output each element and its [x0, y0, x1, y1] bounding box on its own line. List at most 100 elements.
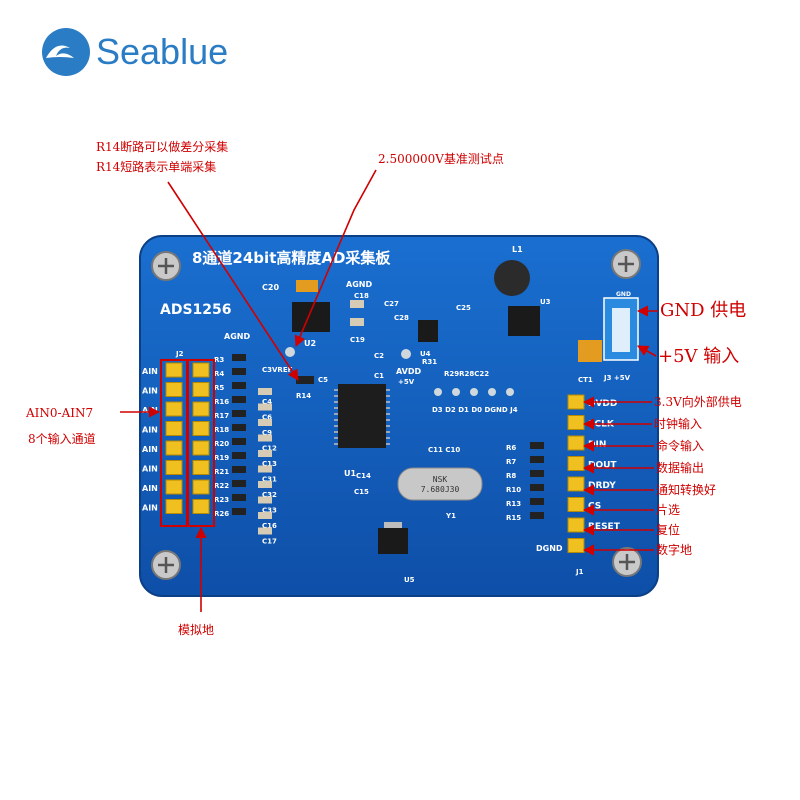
note-dout: 数据输出	[656, 460, 704, 475]
vref-test-point	[285, 347, 295, 357]
ain-pin-label: AIN	[142, 445, 158, 454]
mounting-screw-bottom-left	[151, 550, 181, 580]
silk-dgnd: DGND	[536, 544, 563, 553]
silk-resistor-label: R13	[506, 500, 521, 508]
board-title: 8通道24bit高精度AD采集板	[192, 249, 391, 267]
u1-ads1256-chip	[338, 384, 386, 448]
annotation-arrows	[120, 169, 658, 612]
ain-signal-pin	[165, 479, 183, 495]
note-dvdd: 3.3V向外部供电	[654, 394, 742, 409]
ain-signal-pin	[165, 440, 183, 456]
ain-signal-pin	[165, 460, 183, 475]
ain-signal-pin	[165, 382, 183, 397]
note-ain-channels: 8个输入通道	[28, 431, 96, 446]
j1-pin	[567, 415, 585, 430]
j1-pin	[567, 497, 585, 512]
note-gnd-supply: GND 供电	[660, 300, 746, 321]
l1-inductor	[494, 260, 530, 296]
silk-agnd-top: AGND	[346, 280, 372, 289]
silk-c2: C2	[374, 352, 384, 360]
resistor-chip	[232, 452, 246, 459]
capacitor-chip	[258, 512, 272, 519]
silk-resistor-label: R19	[214, 454, 229, 462]
ain-signal-pin	[165, 401, 183, 417]
note-analog-ground: 模拟地	[178, 623, 214, 637]
capacitor-chip	[258, 496, 272, 504]
wave-logo-icon	[42, 28, 90, 76]
silk-u5: U5	[404, 576, 415, 584]
silk-resistor-label: R21	[214, 468, 229, 476]
silk-u3: U3	[540, 298, 551, 306]
agnd-pin	[192, 499, 210, 514]
capacitor-chip	[258, 450, 272, 457]
silk-j2: J2	[175, 350, 184, 358]
silk-resistor-label: R5	[214, 384, 224, 392]
agnd-pin	[192, 440, 210, 456]
silk-capacitor-label: C17	[262, 538, 277, 546]
resistor-chip	[232, 410, 246, 417]
ain-signal-pin	[165, 499, 183, 514]
silk-reset: RESET	[588, 522, 621, 532]
agnd-pin	[192, 382, 210, 397]
silk-agnd-left: AGND	[224, 332, 250, 341]
silk-c27: C27	[384, 300, 399, 308]
silk-c5: C5	[318, 376, 328, 384]
ct1-capacitor	[578, 340, 602, 362]
capacitor-chip	[258, 481, 272, 488]
silk-resistor-label: R10	[506, 486, 521, 494]
silk-r31: R31	[422, 358, 437, 366]
note-drdy: 通知转换好	[656, 482, 716, 497]
resistor-chip	[232, 424, 246, 431]
u5-regulator	[378, 528, 408, 554]
silk-gnd-small: GND	[616, 291, 631, 298]
silk-resistor-label: R16	[214, 398, 229, 406]
note-reset: 复位	[656, 522, 680, 537]
silk-j1: J1	[575, 568, 584, 576]
silk-capacitor-label: C33	[262, 507, 277, 515]
board-chip-label: ADS1256	[160, 302, 232, 318]
silk-resistor-label: R3	[214, 356, 224, 364]
resistor-chip	[232, 438, 246, 445]
r14-resistor	[296, 376, 314, 384]
silk-din: DIN	[588, 440, 606, 450]
silk-dout: DOUT	[588, 461, 617, 471]
note-r14-short: R14短路表示单端采集	[96, 159, 216, 174]
resistor-chip	[530, 512, 544, 519]
ain-pin-label: AIN	[142, 387, 158, 396]
agnd-highlight	[187, 359, 215, 527]
j1-pin	[567, 394, 585, 410]
silk-u2: U2	[304, 339, 316, 348]
ain-pin-label: AIN	[142, 504, 158, 513]
silk-l1: L1	[512, 245, 523, 254]
avdd-test-point	[401, 349, 411, 359]
ain-signal-pin	[165, 362, 183, 378]
silk-cs: CS	[588, 502, 601, 512]
silk-resistor-label: R22	[214, 482, 229, 490]
note-cs: 片选	[656, 503, 680, 517]
resistor-chip	[232, 466, 246, 473]
silk-resistor-label: R17	[214, 412, 229, 420]
resistor-chip	[530, 484, 544, 491]
silk-j4-pins: D3 D2 D1 D0 DGND J4	[432, 406, 518, 414]
silk-avdd: AVDD	[396, 367, 421, 376]
brand-name: Seablue	[96, 31, 228, 72]
resistor-chip	[232, 494, 246, 501]
j1-pin	[567, 435, 585, 451]
silk-capacitor-label: C9	[262, 429, 272, 437]
capacitor-chip	[258, 527, 272, 535]
silk-y1: Y1	[445, 512, 456, 520]
capacitor-chip	[258, 434, 272, 442]
mounting-screw-top-left	[151, 251, 181, 281]
capacitor-chip	[258, 465, 272, 473]
silk-c14: C14	[356, 472, 371, 480]
silk-capacitor-label: C6	[262, 414, 272, 422]
mounting-screw-bottom-right	[612, 547, 642, 577]
resistor-chip	[232, 382, 246, 389]
j1-pin	[567, 476, 585, 492]
capacitor-chip	[258, 388, 272, 395]
silk-r-row: R29R28C22	[444, 370, 489, 378]
silk-c19: C19	[350, 336, 365, 344]
